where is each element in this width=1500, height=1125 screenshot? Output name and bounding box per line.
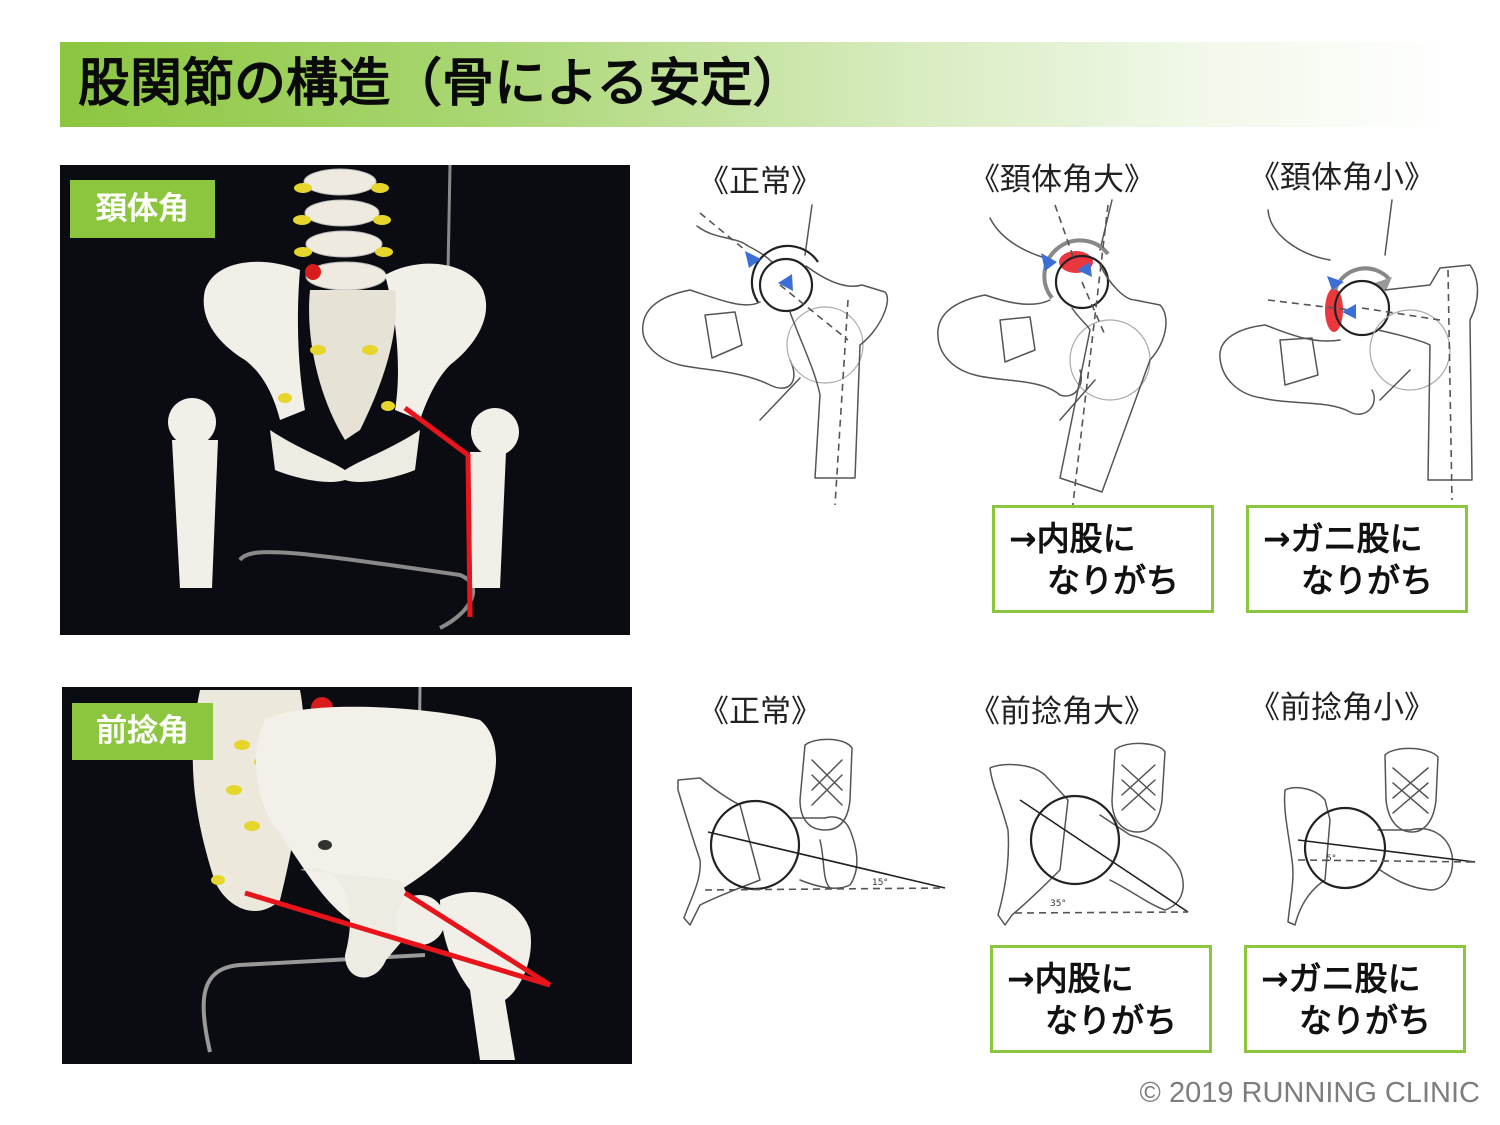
pelvis-outline (1283, 787, 1331, 926)
foot-outline (799, 738, 853, 831)
femur-outline (789, 265, 889, 479)
blue-arrowhead-icon (1342, 304, 1356, 319)
angle-label: 35° (1050, 899, 1066, 909)
anteversion-drawing-normal: 15° (677, 738, 946, 926)
caption-large-anteversion: 《前捻角大》 (969, 694, 1155, 730)
neck-axis-line (707, 831, 946, 889)
pubis (270, 430, 420, 482)
neck-shaft-label: 頚体角 (70, 180, 215, 238)
neck-axis-line (1019, 799, 1189, 913)
anteversion-drawing-small: 5° (1283, 747, 1476, 926)
right-femur (470, 452, 506, 588)
acetabulum-arc (750, 244, 819, 303)
reference-line (704, 887, 946, 891)
foot-outline (1111, 742, 1166, 833)
spine (293, 168, 393, 291)
anteversion-drawing-large: 35° (989, 742, 1189, 926)
hip-drawing-normal (642, 204, 889, 506)
page-title: 股関節の構造（骨による安定） (78, 54, 805, 114)
obturator-foramen (1279, 337, 1319, 386)
note-knock-knee-top: →内股に なりがち (992, 505, 1214, 613)
left-ilium (203, 261, 305, 420)
caption-normal-anteversion: 《正常》 (698, 694, 822, 730)
femur-outline (1099, 814, 1184, 911)
femoral-head (1303, 806, 1387, 890)
left-femur (172, 440, 218, 588)
angle-label: 5° (1326, 854, 1336, 864)
acetabulum-arc (1042, 238, 1110, 300)
note-bow-leg-bottom: →ガニ股に なりがち (1244, 945, 1466, 1053)
note-line2: なりがち (1299, 1001, 1431, 1040)
caption-small-neck-angle: 《頚体角小》 (1249, 160, 1435, 196)
femoral-head (709, 799, 801, 891)
blue-arrowhead-icon (1077, 262, 1092, 277)
femoral-head (758, 257, 814, 313)
blue-arrowhead-icon (1327, 276, 1344, 290)
anteversion-line-pelvis (244, 890, 551, 988)
sacrum (309, 290, 396, 440)
reference-line (1297, 859, 1476, 863)
femur-outline (789, 816, 858, 890)
femoral-head (1029, 794, 1121, 886)
ischium (300, 868, 420, 978)
femur-outline (1377, 264, 1479, 481)
anteversion-line-femur (403, 890, 552, 988)
note-line1: →内股に (1009, 519, 1136, 558)
caption-normal-neck: 《正常》 (698, 164, 822, 200)
caption-small-anteversion: 《前捻角小》 (1249, 690, 1435, 726)
stand-rod (446, 165, 452, 273)
femur-outline (1059, 264, 1167, 493)
pelvis-outline (989, 763, 1069, 926)
blue-arrowhead-icon (1041, 253, 1057, 271)
note-bow-leg-top: →ガニ股に なりがち (1246, 505, 1468, 613)
note-line1: →内股に (1007, 959, 1134, 998)
note-line2: なりがち (1045, 1001, 1177, 1040)
anteversion-label: 前捻角 (72, 703, 213, 760)
right-femoral-head (471, 408, 519, 456)
neck-axis-line (1297, 839, 1476, 863)
femoral-head (1333, 279, 1391, 337)
note-knock-knee-bottom: →内股に なりがち (990, 945, 1212, 1053)
blue-arrowhead-icon (745, 251, 761, 268)
blue-arrowhead-icon (778, 274, 793, 291)
title-bar (60, 42, 1450, 127)
red-highlight-marker (305, 264, 321, 280)
note-line1: →ガニ股に (1261, 959, 1421, 998)
anteversion-photo (62, 687, 632, 1064)
femur-outline (1377, 828, 1454, 891)
angle-label: 15° (872, 878, 888, 888)
pelvis-outline (677, 777, 761, 926)
pelvis-outline (1219, 324, 1375, 415)
left-femoral-head (168, 398, 216, 446)
foot-outline (1384, 747, 1439, 833)
neck-shaft-angle-line (403, 405, 473, 618)
pelvis-outline (937, 294, 1082, 397)
right-ilium (385, 263, 487, 420)
obturator-foramen (704, 311, 743, 359)
femur (440, 891, 531, 1060)
note-line1: →ガニ股に (1263, 519, 1423, 558)
neck-shaft-photo (60, 165, 630, 635)
reference-line (1014, 911, 1189, 914)
femoral-head (1054, 254, 1110, 310)
caption-large-neck-angle: 《頚体角大》 (969, 162, 1155, 198)
hip-drawing-large-angle (937, 199, 1167, 513)
note-line2: なりがち (1301, 561, 1433, 600)
ilium-side (255, 706, 497, 920)
note-line2: なりがち (1047, 561, 1179, 600)
pelvis-outline (642, 289, 795, 389)
hip-drawing-small-angle (1219, 199, 1479, 501)
copyright-text: © 2019 RUNNING CLINIC (1139, 1077, 1480, 1109)
obturator-foramen (999, 316, 1036, 363)
stand-wire (201, 953, 426, 1053)
